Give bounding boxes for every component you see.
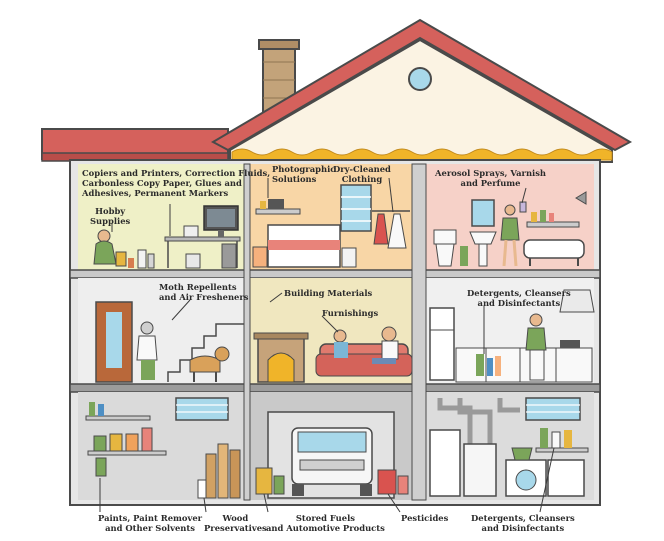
bedroom-window	[340, 184, 372, 232]
person-spraying-icon	[504, 204, 516, 216]
label-moth-repellents: Moth Repellents and Air Fresheners	[159, 282, 249, 302]
kitchen-furniture	[429, 289, 595, 383]
fuel-can-icon	[255, 467, 273, 495]
paint-brush-icon	[89, 402, 95, 416]
left-roof	[41, 128, 229, 162]
bathroom-furniture	[433, 191, 587, 267]
living-room-furniture	[253, 326, 413, 383]
range-hood	[559, 289, 595, 313]
dog-icon	[189, 355, 221, 373]
label-aerosol-sprays: Aerosol Sprays, Varnish and Perfume	[435, 168, 547, 188]
paint-can-icon	[93, 435, 107, 452]
sink-icon	[469, 231, 497, 245]
wood-plank-icon	[205, 453, 217, 499]
label-hobby-supplies: Hobby Supplies	[90, 206, 131, 226]
elderly-person-icon	[140, 321, 154, 335]
label-stored-fuels: Stored Fuels and Automotive Products	[266, 513, 385, 533]
basement-window-left	[175, 397, 229, 421]
printer-icon	[183, 225, 199, 238]
paint-can-icon	[125, 433, 139, 452]
label-detergents-basement: Detergents, Cleansers and Disinfectants	[471, 513, 575, 533]
workshop-furniture	[85, 397, 241, 499]
furnace-icon	[463, 443, 497, 497]
label-pesticides: Pesticides	[401, 513, 449, 523]
toilet-icon	[433, 229, 457, 245]
interior-wall-right	[411, 163, 427, 501]
water-heater-icon	[429, 429, 461, 497]
bedroom-furniture	[252, 184, 410, 268]
shower-icon	[575, 191, 587, 205]
paint-can-icon	[109, 433, 123, 452]
upper-floor-slab	[69, 269, 601, 279]
person-cleaning-icon	[529, 313, 543, 327]
staircase	[167, 323, 244, 382]
mirror	[471, 199, 495, 227]
wood-plank-icon	[229, 449, 241, 499]
garage-contents	[255, 411, 409, 499]
hall-furniture	[95, 301, 244, 383]
label-paints: Paints, Paint Remover and Other Solvents	[98, 513, 203, 533]
label-detergents-kitchen: Detergents, Cleansers and Disinfectants	[467, 288, 571, 308]
office-furniture	[93, 205, 241, 269]
camera-icon	[268, 199, 284, 209]
utility-room-contents	[429, 397, 589, 497]
laundry-basket-icon	[511, 447, 533, 461]
pesticide-bag-icon	[377, 469, 397, 495]
label-copiers: Copiers and Printers, Correction Fluids,…	[82, 168, 271, 198]
bathtub-icon	[523, 239, 585, 259]
basement-window-right	[525, 397, 581, 421]
interior-wall-left	[243, 163, 251, 501]
leader-lines	[99, 177, 555, 513]
paint-brush-icon	[98, 404, 104, 416]
label-dry-cleaned-clothing: Dry-Cleaned Clothing	[333, 164, 391, 184]
person-icon	[333, 329, 347, 343]
label-wood-preservatives: Wood Preservatives	[204, 513, 267, 533]
wood-plank-icon	[217, 443, 229, 499]
dress-icon	[387, 213, 407, 249]
pipes	[437, 398, 520, 448]
label-photographic-solutions: Photographic Solutions	[272, 164, 336, 184]
detergent-bottle-icon	[540, 428, 548, 448]
label-furnishings: Furnishings	[322, 308, 379, 318]
gable-roof	[210, 18, 633, 163]
dryer-icon	[547, 459, 585, 497]
pan-icon	[560, 340, 580, 348]
ground-floor-slab	[69, 383, 601, 393]
dress-icon	[373, 213, 389, 245]
solvent-bottle-icon	[141, 427, 153, 452]
spray-can-icon	[519, 201, 527, 213]
person-icon	[381, 326, 397, 342]
refrigerator-icon	[429, 307, 455, 381]
label-building-materials: Building Materials	[284, 288, 373, 298]
hobby-person-icon	[97, 229, 111, 243]
